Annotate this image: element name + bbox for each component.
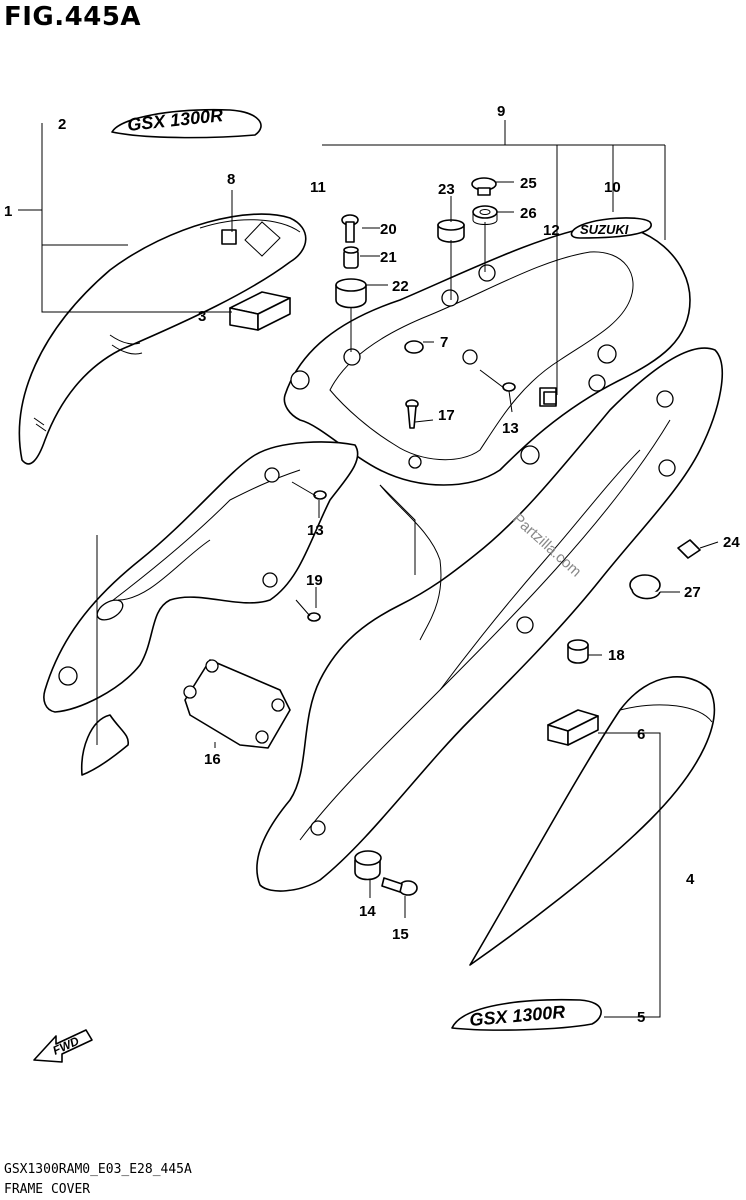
left-side-cover[interactable]	[43, 441, 359, 776]
figure-code: GSX1300RAM0_E03_E28_445A	[4, 1162, 192, 1177]
callout-5: 5	[637, 1009, 645, 1026]
callout-15: 15	[392, 926, 409, 943]
part-8-clip[interactable]	[221, 221, 281, 257]
callout-9: 9	[497, 103, 505, 120]
callout-26: 26	[520, 205, 537, 222]
callout-20: 20	[380, 221, 397, 238]
callout-6: 6	[637, 726, 645, 743]
callout-22: 22	[392, 278, 409, 295]
callout-13-upper: 13	[502, 420, 519, 437]
part-2-logo-emblem[interactable]: GSX 1300R	[111, 105, 262, 139]
part-25-cap[interactable]	[471, 177, 497, 196]
leader-lines	[18, 120, 719, 1018]
callout-3: 3	[198, 308, 206, 325]
callout-numbers: 1 2 3 4 5 6 7 8 9 10 11 12 13 13 14 15 1…	[4, 103, 740, 1026]
callout-12: 12	[543, 222, 560, 239]
callout-2: 2	[58, 116, 66, 133]
callout-16: 16	[204, 751, 221, 768]
part-13-screw-side[interactable]	[291, 481, 327, 500]
part-23-grommet[interactable]	[437, 219, 465, 243]
callout-1: 1	[4, 203, 12, 220]
part-6-label[interactable]	[547, 709, 599, 746]
part-16-bracket[interactable]	[183, 659, 291, 749]
part-22-grommet[interactable]	[335, 278, 367, 309]
part-10-suzuki-emblem[interactable]: SUZUKI	[570, 217, 652, 239]
callout-8: 8	[227, 171, 235, 188]
callout-14: 14	[359, 903, 376, 920]
figure-name: FRAME COVER	[4, 1182, 91, 1197]
callout-11: 11	[310, 179, 326, 196]
part-12-sticker[interactable]	[543, 391, 557, 405]
callout-24: 24	[723, 534, 740, 551]
part-21-collar[interactable]	[343, 246, 359, 269]
part-20-screw[interactable]	[341, 214, 359, 243]
right-frame-cover[interactable]	[256, 347, 723, 892]
part-27-cap[interactable]	[629, 574, 661, 600]
callout-19: 19	[306, 572, 323, 589]
callout-18: 18	[608, 647, 625, 664]
part-17-clip[interactable]	[405, 399, 419, 429]
part-15-bolt[interactable]	[381, 877, 418, 896]
callout-17: 17	[438, 407, 455, 424]
part-1-front-cover[interactable]	[18, 213, 307, 465]
part-14-grommet[interactable]	[354, 850, 382, 881]
callout-27: 27	[684, 584, 701, 601]
callout-21: 21	[380, 249, 397, 266]
callout-25: 25	[520, 175, 537, 192]
part-19-screw[interactable]	[295, 599, 321, 622]
callout-23: 23	[438, 181, 455, 198]
fwd-arrow-icon: FWD	[33, 1029, 93, 1063]
part-4-side-panel[interactable]	[469, 676, 715, 966]
callout-10: 10	[604, 179, 621, 196]
callout-13-lower: 13	[307, 522, 324, 539]
part-24-label[interactable]	[677, 539, 701, 559]
suzuki-emblem-text: SUZUKI	[580, 222, 629, 237]
figure-title: FIG.445A	[4, 2, 142, 32]
part-5-logo-emblem[interactable]: GSX 1300R	[451, 998, 602, 1031]
callout-4: 4	[686, 871, 695, 888]
part-3-label[interactable]	[229, 291, 291, 331]
part-18-grommet[interactable]	[567, 639, 589, 664]
part-26-grommet[interactable]	[472, 205, 498, 225]
part-7-nut[interactable]	[404, 340, 424, 354]
callout-7: 7	[440, 334, 448, 351]
